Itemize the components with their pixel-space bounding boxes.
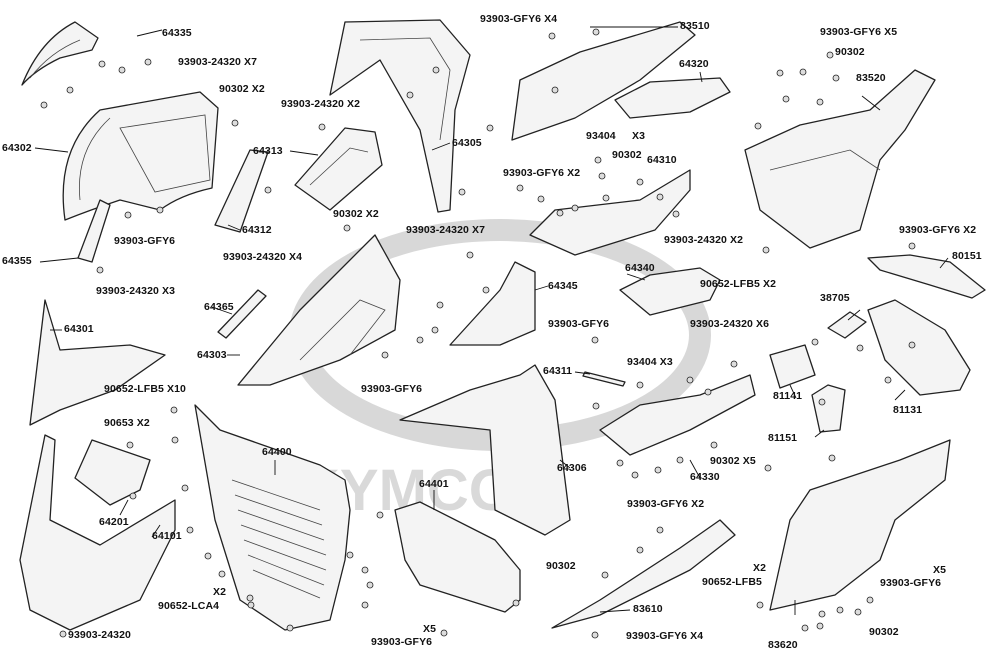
part-81141 xyxy=(769,344,816,389)
part-83510 xyxy=(511,21,696,141)
label-81131: 81131 xyxy=(893,404,923,416)
label-93903-gfy6-x4-top: 93903-GFY6 X4 xyxy=(480,13,558,25)
part-83520 xyxy=(744,69,936,249)
label-80151: 80151 xyxy=(952,250,982,262)
label-90302-x2-b: 90302 X2 xyxy=(333,208,379,220)
part-64345 xyxy=(449,261,536,346)
label-90652-lfb5-x10: 90652-LFB5 X10 xyxy=(104,383,186,395)
label-83620: 83620 xyxy=(768,639,798,651)
label-38705: 38705 xyxy=(820,292,850,304)
label-90302-e: 90302 xyxy=(835,46,865,58)
part-64401 xyxy=(394,501,521,613)
part-64310 xyxy=(529,169,691,256)
label-93903-gfy6-x5-bottom-qty: X5 xyxy=(423,623,437,635)
part-64303 xyxy=(237,234,401,386)
part-83620 xyxy=(769,439,951,611)
label-83520: 83520 xyxy=(856,72,886,84)
label-93404-x3-b: 93404 X3 xyxy=(627,356,673,368)
label-90652-lca4-qty: X2 xyxy=(213,586,227,598)
label-90302-d: 90302 xyxy=(546,560,576,572)
part-64313 xyxy=(294,127,383,211)
label-64335: 64335 xyxy=(162,27,192,39)
label-93404-qty: X3 xyxy=(632,130,646,142)
label-64313: 64313 xyxy=(253,145,283,157)
part-64101 xyxy=(19,434,176,631)
label-90652-lfb5-x2: 90652-LFB5 X2 xyxy=(700,278,777,290)
label-90302-x5: 90302 X5 xyxy=(710,455,756,467)
label-90652-lfb5-b-qty: X2 xyxy=(753,562,767,574)
part-64312 xyxy=(214,149,269,233)
part-64330 xyxy=(599,374,756,456)
part-64320 xyxy=(614,77,731,119)
label-93903-gfy6-x5-bottom: 93903-GFY6 xyxy=(371,636,433,648)
label-93903-gfy6-x2: 93903-GFY6 X2 xyxy=(503,167,581,179)
hardware-screws xyxy=(40,28,916,639)
label-90653-x2: 90653 X2 xyxy=(104,417,150,429)
part-64335 xyxy=(21,21,99,86)
label-93903-gfy6-x2-c: 93903-GFY6 X2 xyxy=(899,224,977,236)
label-64355: 64355 xyxy=(2,255,32,267)
label-90302-x2: 90302 X2 xyxy=(219,83,265,95)
label-64345: 64345 xyxy=(548,280,578,292)
label-93903-gfy6-x5-right-qty: X5 xyxy=(933,564,947,576)
label-81141: 81141 xyxy=(773,390,803,402)
label-64401: 64401 xyxy=(419,478,449,490)
part-81151 xyxy=(811,384,846,433)
label-90652-lca4: 90652-LCA4 xyxy=(158,600,220,612)
label-93903-24320: 93903-24320 xyxy=(68,629,131,641)
label-64301: 64301 xyxy=(64,323,94,335)
label-93903-gfy6: 93903-GFY6 xyxy=(114,235,176,247)
label-64306: 64306 xyxy=(557,462,587,474)
label-93903-24320-x6: 93903-24320 X6 xyxy=(690,318,770,330)
label-64305: 64305 xyxy=(452,137,482,149)
label-64201: 64201 xyxy=(99,516,129,528)
label-83610: 83610 xyxy=(633,603,663,615)
label-64311: 64311 xyxy=(543,365,573,377)
label-64310: 64310 xyxy=(647,154,677,166)
part-64311 xyxy=(582,371,626,387)
part-64201 xyxy=(74,439,151,506)
label-93404: 93404 xyxy=(586,130,616,142)
label-64400: 64400 xyxy=(262,446,292,458)
part-80151 xyxy=(867,254,986,299)
label-64330: 64330 xyxy=(690,471,720,483)
label-93903-gfy6-x2-b: 93903-GFY6 X2 xyxy=(627,498,705,510)
label-90302-c: 90302 xyxy=(612,149,642,161)
label-93903-24320-x2-b: 93903-24320 X2 xyxy=(664,234,744,246)
part-64302 xyxy=(62,91,219,221)
label-93903-gfy6-b: 93903-GFY6 xyxy=(361,383,423,395)
part-81131 xyxy=(867,299,971,396)
leader-lines xyxy=(34,26,949,615)
label-93903-gfy6-x5-right: 93903-GFY6 xyxy=(880,577,942,589)
part-64400 xyxy=(194,404,351,631)
label-64340: 64340 xyxy=(625,262,655,274)
part-64306 xyxy=(399,364,571,536)
label-83510: 83510 xyxy=(680,20,710,32)
label-81151: 81151 xyxy=(768,432,798,444)
part-64355 xyxy=(77,199,111,263)
label-64302: 64302 xyxy=(2,142,32,154)
label-93903-24320-x7: 93903-24320 X7 xyxy=(178,56,258,68)
part-64365 xyxy=(217,289,267,339)
label-64303: 64303 xyxy=(197,349,227,361)
part-38705 xyxy=(827,311,867,339)
label-93903-gfy6-x5-top: 93903-GFY6 X5 xyxy=(820,26,898,38)
label-64312: 64312 xyxy=(242,224,272,236)
part-83610 xyxy=(551,519,736,629)
grille-slats xyxy=(231,479,327,599)
label-64101: 64101 xyxy=(152,530,182,542)
label-90302-f: 90302 xyxy=(869,626,899,638)
label-93903-gfy6-x4-bottom: 93903-GFY6 X4 xyxy=(626,630,704,642)
part-64301 xyxy=(29,299,166,426)
label-93903-24320-x7-b: 93903-24320 X7 xyxy=(406,224,486,236)
label-64365: 64365 xyxy=(204,301,234,313)
label-90652-lfb5-b: 90652-LFB5 xyxy=(702,576,762,588)
label-93903-24320-x2: 93903-24320 X2 xyxy=(281,98,361,110)
label-64320: 64320 xyxy=(679,58,709,70)
label-93903-24320-x4: 93903-24320 X4 xyxy=(223,251,303,263)
label-93903-gfy6-c: 93903-GFY6 xyxy=(548,318,610,330)
label-93903-24320-x3: 93903-24320 X3 xyxy=(96,285,176,297)
